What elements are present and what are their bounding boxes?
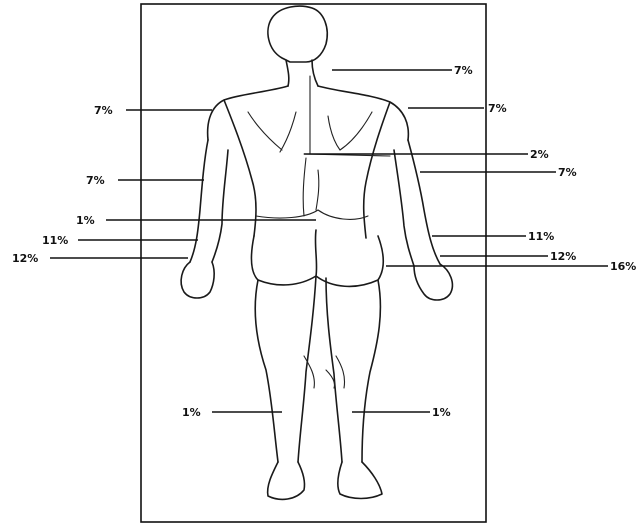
right-foot — [338, 462, 382, 499]
label-right-calf: 1% — [432, 406, 451, 419]
body-figure — [181, 6, 452, 499]
right-arm — [394, 140, 440, 266]
head — [268, 6, 327, 62]
right-leg — [326, 278, 380, 462]
label-right-wrist: 11% — [528, 230, 554, 243]
label-right-shoulder: 7% — [488, 102, 507, 115]
label-left-calf: 1% — [182, 406, 201, 419]
left-hand — [181, 262, 214, 298]
label-right-hip: 16% — [610, 260, 636, 273]
knee-details — [304, 356, 345, 388]
torso — [208, 86, 409, 238]
diagram-frame — [141, 4, 486, 522]
left-arm — [190, 140, 228, 262]
lower-back-lines — [256, 170, 368, 219]
label-lower-back: 1% — [76, 214, 95, 227]
neck — [286, 60, 318, 86]
label-right-upper-arm: 7% — [558, 166, 577, 179]
label-left-wrist: 11% — [42, 234, 68, 247]
spine — [303, 76, 310, 216]
left-foot — [268, 462, 305, 499]
label-mid-back: 2% — [530, 148, 549, 161]
label-neck: 7% — [454, 64, 473, 77]
left-leg — [255, 276, 316, 462]
percentage-labels: 7% 7% 7% 2% 7% 7% 1% 11% 11% 12% 12% 16%… — [12, 64, 636, 419]
buttocks — [251, 230, 383, 286]
right-hand — [414, 264, 452, 300]
label-left-hand: 12% — [12, 252, 38, 265]
label-right-hand: 12% — [550, 250, 576, 263]
label-left-shoulder: 7% — [94, 104, 113, 117]
shoulder-blades — [248, 112, 390, 156]
label-left-upper-arm: 7% — [86, 174, 105, 187]
